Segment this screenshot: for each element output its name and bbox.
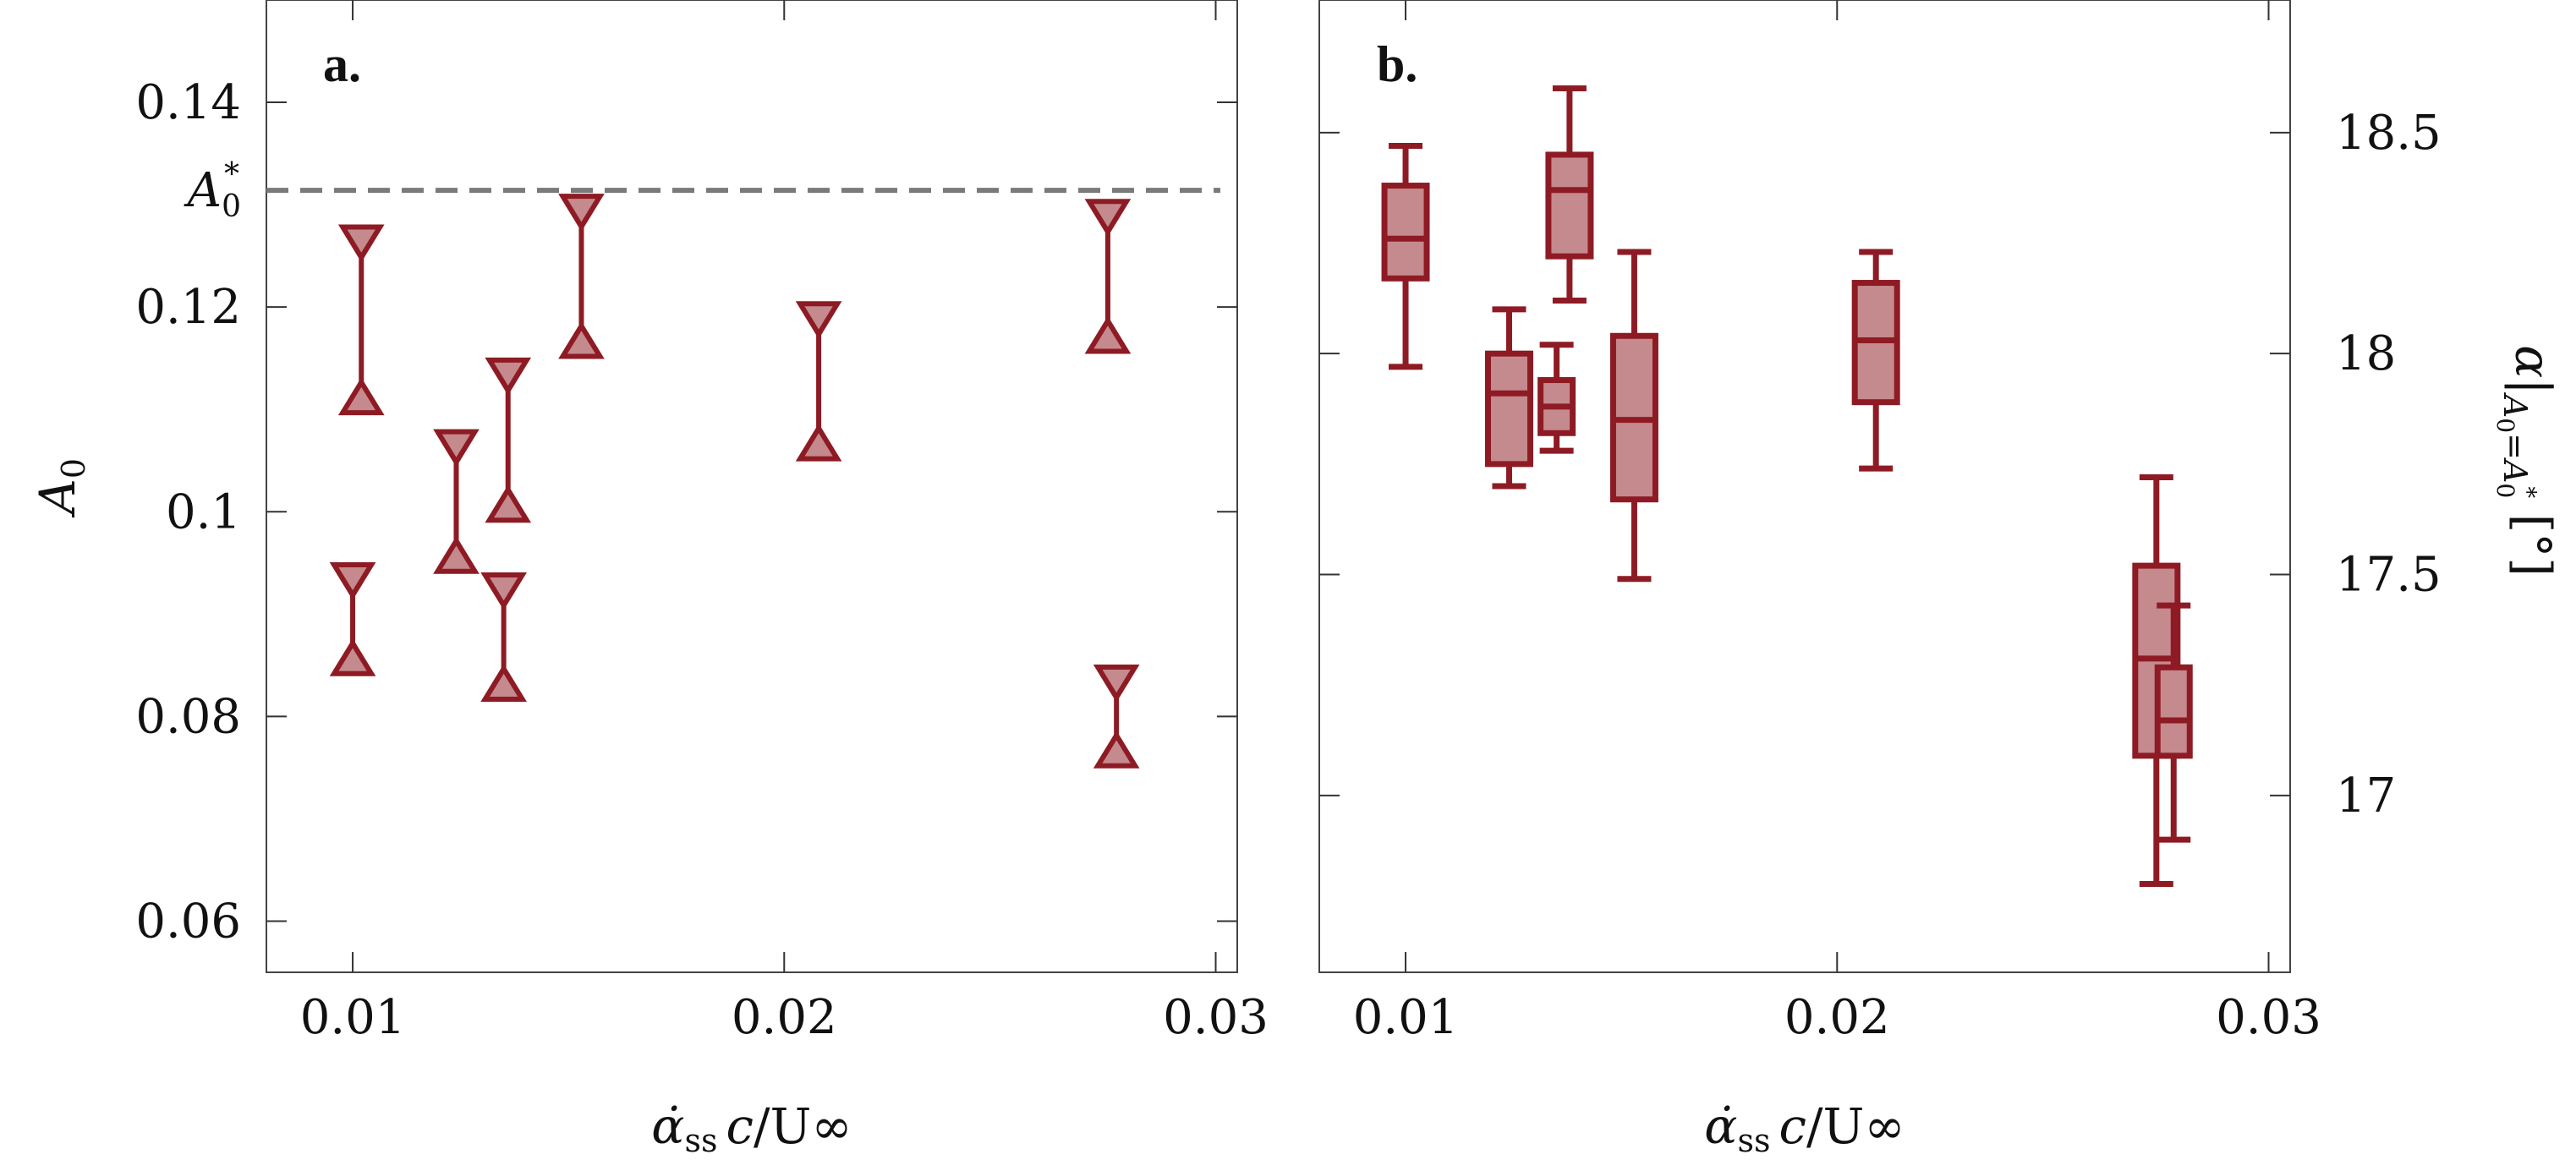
up-triangle-marker	[337, 377, 385, 416]
down-triangle-marker	[337, 224, 385, 263]
y-axis-label: α|A0=A0* [°]	[2491, 345, 2562, 577]
ref-label-a: A	[184, 163, 222, 218]
panel-label-a: a.	[323, 36, 361, 92]
y-label-unit: [°]	[2504, 498, 2562, 577]
x-label-u: /U∞	[1806, 1097, 1905, 1155]
x-tick-label: 0.03	[1163, 990, 1269, 1045]
y-tick-label: 17.5	[2336, 548, 2442, 603]
x-label-c: c	[726, 1097, 753, 1155]
box	[1381, 183, 1430, 282]
x-label-sub: ss	[1737, 1122, 1770, 1159]
down-triangle-marker	[480, 572, 527, 610]
y-label-sub-02: 0	[2491, 483, 2519, 498]
x-tick-label: 0.01	[300, 990, 406, 1045]
y-tick-label: 18	[2336, 326, 2396, 381]
down-triangle-marker	[1093, 665, 1140, 703]
down-triangle-marker	[329, 561, 376, 600]
down-triangle-marker	[433, 429, 480, 468]
y-tick-label: 0.14	[135, 75, 241, 130]
up-triangle-marker	[485, 484, 532, 523]
x-tick-label: 0.02	[732, 990, 837, 1045]
ref-label-star: *	[224, 157, 239, 192]
y-label-bar: |	[2504, 378, 2562, 395]
x-label-alpha: α̇	[1704, 1097, 1737, 1155]
box	[2154, 664, 2193, 759]
panel-label-b: b.	[1377, 36, 1417, 92]
box	[1545, 151, 1594, 260]
x-label-u: /U∞	[754, 1097, 852, 1155]
y-tick-label: 0.12	[135, 280, 241, 335]
y-label-eq: =	[2497, 433, 2534, 460]
plot-frame	[266, 0, 1238, 973]
y-label-sub-a: A	[2497, 392, 2534, 418]
x-label-sub: ss	[684, 1122, 717, 1159]
down-triangle-marker	[795, 301, 842, 340]
reference-line-label: A0*	[184, 157, 241, 224]
y-tick-label: 18.5	[2336, 106, 2442, 161]
up-triangle-marker	[329, 638, 376, 676]
ref-label-sub: 0	[222, 189, 241, 224]
y-tick-label: 0.06	[135, 894, 241, 949]
y-tick-label: 0.1	[166, 484, 241, 539]
y-label-sub-a2: A	[2497, 457, 2534, 483]
y-tick-label: 0.08	[135, 689, 241, 744]
down-triangle-marker	[1084, 199, 1132, 237]
down-triangle-marker	[558, 194, 605, 232]
y-label-alpha: α	[2504, 345, 2562, 378]
y-label-star: *	[2513, 486, 2541, 498]
y-tick-label: 17	[2336, 769, 2396, 824]
up-triangle-marker	[480, 664, 527, 703]
up-triangle-marker	[558, 320, 605, 359]
x-label-c: c	[1779, 1097, 1806, 1155]
plot-frame	[1318, 0, 2291, 973]
up-triangle-marker	[1084, 315, 1132, 354]
y-axis-label: A0	[29, 458, 92, 518]
y-label-sub-0: 0	[2491, 418, 2519, 433]
up-triangle-marker	[1093, 730, 1140, 769]
x-tick-label: 0.01	[1353, 990, 1459, 1045]
up-triangle-marker	[795, 423, 842, 462]
x-tick-label: 0.03	[2216, 990, 2321, 1045]
y-label-sub: 0	[55, 458, 92, 479]
down-triangle-marker	[485, 357, 532, 396]
up-triangle-marker	[433, 535, 480, 574]
box	[1484, 350, 1533, 468]
x-tick-label: 0.02	[1784, 990, 1890, 1045]
y-label-a: A	[29, 479, 86, 518]
x-label-alpha: α̇	[651, 1097, 684, 1155]
